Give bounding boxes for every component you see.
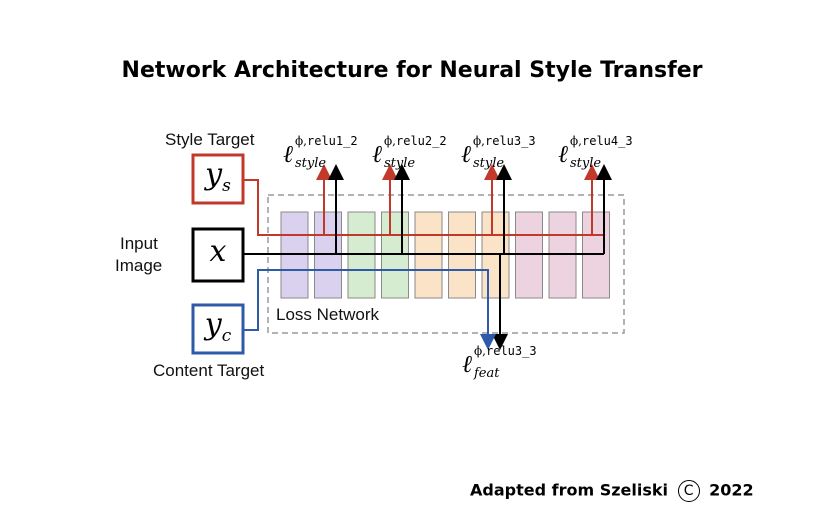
style-loss-relu2_2: ℓ ϕ,relu2_2 style (372, 134, 447, 171)
credit-line: Adapted from Szeliski C 2022 (470, 480, 754, 502)
style-loss-relu3_3: ℓ ϕ,relu3_3 style (461, 134, 536, 171)
style-loss-relu1_2: ℓ ϕ,relu1_2 style (283, 134, 358, 171)
content-path (243, 269, 496, 350)
content-target-label: Content Target (153, 361, 265, 380)
style-target-symbol: ys (205, 157, 231, 196)
feature-loss-relu3_3: ℓ ϕ,relu3_3 feat (462, 344, 537, 381)
style-target-label: Style Target (165, 130, 255, 149)
input-image-label-line1: Input (120, 234, 158, 253)
copyright-icon: C (677, 480, 700, 502)
page-title: Network Architecture for Neural Style Tr… (121, 58, 703, 83)
loss-network-border (267, 194, 625, 334)
credit-year: 2022 (709, 480, 754, 500)
credit-prefix: Adapted from Szeliski (470, 480, 668, 500)
input-image-symbol: x (209, 234, 227, 269)
style-loss-relu4_3: ℓ ϕ,relu4_3 style (558, 134, 633, 171)
input-image-box (191, 227, 245, 283)
input-image-label-line2: Image (115, 256, 163, 275)
style-path (243, 179, 604, 236)
content-target-symbol: yc (204, 307, 232, 346)
content-target-box (191, 303, 245, 355)
loss-network-label: Loss Network (276, 305, 379, 324)
